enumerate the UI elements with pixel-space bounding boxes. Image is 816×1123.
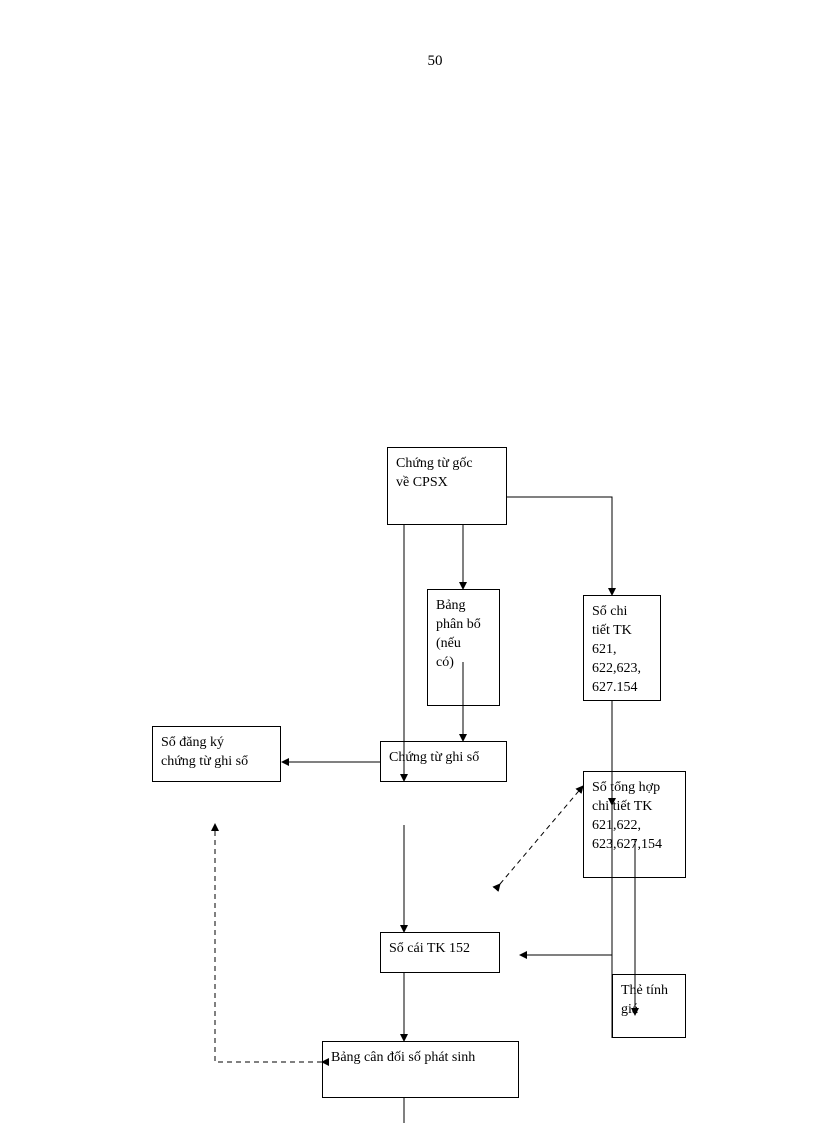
node-so-cai-label: Sổ cái TK 152 bbox=[389, 941, 471, 956]
node-chung-tu-goc: Chứng từ gốc về CPSX bbox=[387, 447, 507, 525]
edge-goc-to-so-chi-tiet bbox=[507, 496, 616, 596]
node-the-tinh-gia-label: Thẻ tính giá bbox=[621, 983, 669, 1017]
node-so-dang-ky: Sổ đăng ký chứng từ ghi sổ bbox=[152, 726, 281, 782]
node-the-tinh-gia: Thẻ tính giá bbox=[612, 974, 686, 1038]
node-chung-tu-ghi-so-label: Chứng từ ghi sổ bbox=[389, 750, 480, 765]
node-so-chi-tiet: Sổ chi tiết TK 621, 622,623, 627.154 bbox=[583, 595, 661, 701]
node-bang-phan-bo-label: Bảng phân bổ (nếu có) bbox=[436, 598, 481, 670]
node-so-tong-hop: Sổ tổng hợp chi tiết TK 621,622, 623,627… bbox=[583, 771, 686, 878]
node-so-dang-ky-label: Sổ đăng ký chứng từ ghi sổ bbox=[161, 735, 249, 769]
node-chung-tu-ghi-so: Chứng từ ghi sổ bbox=[380, 741, 507, 782]
edge-dashed-dang-ky-can-doi bbox=[211, 823, 329, 1066]
node-so-cai: Sổ cái TK 152 bbox=[380, 932, 500, 973]
edge-dashed-so-cai-tong-hop bbox=[492, 785, 584, 892]
node-bang-phan-bo: Bảng phân bổ (nếu có) bbox=[427, 589, 500, 706]
node-so-tong-hop-label: Sổ tổng hợp chi tiết TK 621,622, 623,627… bbox=[592, 780, 662, 852]
node-chung-tu-goc-label: Chứng từ gốc về CPSX bbox=[396, 456, 473, 490]
page-number: 50 bbox=[427, 53, 443, 69]
node-bang-can-doi: Bảng cân đối số phát sinh bbox=[322, 1041, 519, 1098]
node-bang-can-doi-label: Bảng cân đối số phát sinh bbox=[331, 1050, 476, 1065]
node-so-chi-tiet-label: Sổ chi tiết TK 621, 622,623, 627.154 bbox=[592, 604, 641, 695]
